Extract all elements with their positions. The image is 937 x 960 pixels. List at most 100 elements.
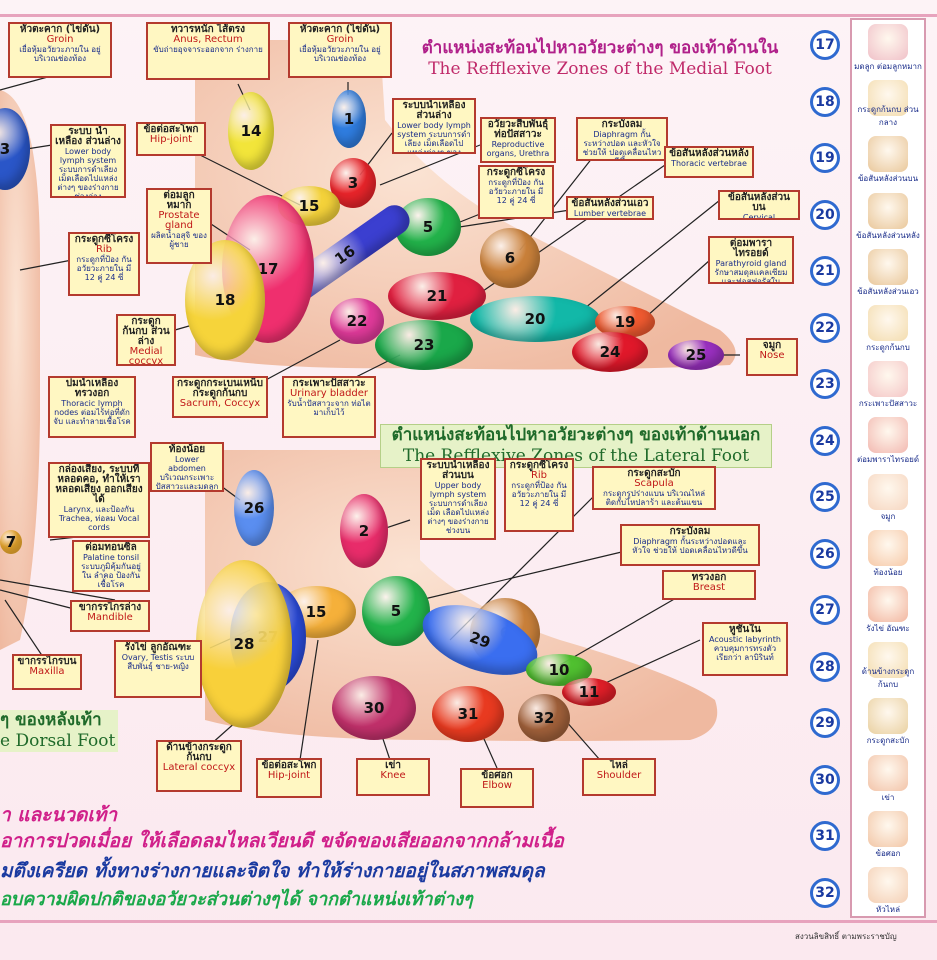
sidebar-caption: กระดูกก้นกบ [866,343,910,352]
label-thai-name: ข้อสันหลังส่วนหลัง [669,148,749,159]
label-description: Cervical vertebrae [742,213,776,220]
sidebar-caption: กระเพาะปัสสาวะ [858,399,918,409]
dorsal-foot-shape [0,90,40,650]
sidebar-caption: ข้อสันหลังส่วนบน [857,174,919,184]
instruction-line-3: มตึงเครียด ทั้งทางร่างกายและจิตใจ ทำให้ร… [0,860,545,882]
sidebar-organ-28: ด้านข้างกระดูกก้นกบ [852,638,924,692]
label-thai-name: ข้อต่อสะโพก [143,124,199,135]
knee-icon [868,754,908,791]
label-thai-name: เข่า [385,760,401,771]
label-description: Lower body lymph system ระบบการดำเลียง เ… [57,147,119,198]
label-description: Reproductive organs, Urethra [486,140,550,158]
label-thai-name: ข้อต่อสะโพก [261,760,317,771]
label-description: ผลิตน้ำอสุจิ ของผู้ชาย [151,231,207,249]
sidebar-organ-18: กระดูกก้นกบ ส่วนกลาง [852,76,924,130]
label-english-name: Rib [530,470,548,481]
reflex-zone-14: 14 [228,92,274,170]
sidebar-caption: กระดูกสะบัก [866,736,910,746]
reflex-zone-2: 2 [340,494,388,568]
label-thai-name: ท้องน้อย [168,444,206,455]
sidebar-caption: หัวไหล่ [876,905,900,914]
label-thai-name: ขากรรไกรล่าง [78,602,142,613]
label-thai-name: ข้อสันหลังส่วนเอว [571,198,649,209]
label-thai-name: ไหล่ [610,760,628,771]
pelvis-icon [868,642,908,679]
label-thai-name: ข้อศอก [481,770,513,781]
sidebar-caption: รังไข่ อัณฑะ [866,624,910,633]
label-english-name: Scapula [634,478,674,489]
label-english-name: Lateral coccyx [162,762,236,773]
label-english-name: Groin [326,34,354,45]
instruction-line-2: อาการปวดเมื่อย ให้เลือดลมไหลเวียนดี ขจัด… [0,830,564,852]
medial-title-thai: ตำแหน่งสะท้อนไปหาอวัยวะต่างๆ ของเท้าด้าน… [421,38,779,58]
label-thai-name: หัวตะคาก (ไข่ดัน) [299,24,381,35]
dorsal-title-thai: ๆ ของหลังเท้า [0,710,102,730]
label-english-name: Anus, Rectum [173,34,243,45]
zone-number-21: 21 [810,256,840,286]
label-description: Diaphragm กั้นระหว่างปอดและหัวใจ ช่วยให้… [632,537,748,555]
label-description: Larynx, และป้องกัน Trachea, ท่อลม Vocal … [58,505,140,532]
label-rib-top: กระดูกซี่โครงกระดูกที่ป้อง กันอวัยวะภายใ… [478,165,554,219]
label-description: รับน้ำปัสสาวะจาก ท่อไตมาเก็บไว้ [287,399,371,417]
zone-number-27: 27 [810,595,840,625]
label-thai-name: กระดูกกระเบนเหน็บ กระดูกก้นกบ [177,378,263,399]
label-thai-name: ด้านข้างกระดูก ก้นกบ [166,742,232,763]
label-description: Parathyroid gland รักษาสมดุลแคลเซียม และ… [714,259,788,284]
sidebar-organ-26: ท้องน้อย [852,526,924,580]
zone-number-29: 29 [810,708,840,738]
dorsal-title-english: e Dorsal Foot [0,731,116,751]
label-description: กระดูกรูปร่างแบน บริเวณไหล่ ติดกับไหปลาร… [602,489,705,507]
label-english-name: Shoulder [596,770,642,781]
label-description: เยื่อหุ้มอวัยวะภายใน อยู่บริเวณช่องท้อง [19,45,101,63]
shoulder-icon [868,867,908,903]
ovary-icon [868,586,908,622]
sidebar-caption: ต่อมพาราไทรอยด์ [856,455,920,465]
label-thai-name: กระดูกซี่โครง [486,167,546,178]
reflex-zone-26: 26 [234,470,274,546]
label-description: เยื่อหุ้มอวัยวะภายใน อยู่บริเวณช่องท้อง [299,45,381,63]
label-description: Upper body lymph system ระบบการดำเลียงเม… [427,481,489,535]
label-thai-name: ทรวงอก [691,572,727,583]
sidebar-caption: ท้องน้อย [873,567,903,577]
lateral-title-thai: ตำแหน่งสะท้อนไปหาอวัยวะต่างๆ ของเท้าด้าน… [391,425,761,445]
sidebar-organ-25: จมูก [852,470,924,524]
label-shoulder: ไหล่Shoulder [582,758,656,796]
coccyx-icon [868,305,908,341]
uterus-icon [868,24,908,60]
label-english-name: Rib [95,244,113,255]
label-thai-name: ขากรรไกรบน [17,656,77,667]
label-thai-name: ทวารหนัก ไส้ตรง [170,24,246,35]
zone-number-18: 18 [810,86,840,117]
medial-title-english: The Refflexive Zones of the Medial Foot [428,59,772,79]
sidebar-caption: กระดูกก้นกบ ส่วนกลาง [857,105,919,128]
label-description: Ovary, Testis ระบบสืบพันธุ์ ชาย-หญิง [121,653,195,671]
label-thai-name: กระเพาะปัสสาวะ [292,378,366,389]
label-description: Lumber vertebrae [573,209,647,218]
zone-number-20: 20 [810,199,840,230]
reflex-zone-23: 23 [375,320,473,370]
sidebar-organ-17: มดลูก ต่อมลูกหมาก [852,20,924,74]
label-description: Lower body lymph system ระบบการดำเลียง เ… [397,121,471,154]
label-description: Acoustic labyrinth ควบคุมการทรงตัว เรียก… [709,635,781,662]
label-thai-name: กระดูกซี่โครง [509,460,569,471]
label-description: Diaphragm กั้นระหว่างปอด และหัวใจ ช่วยให… [582,130,662,159]
sidebar-organ-24: ต่อมพาราไทรอยด์ [852,413,924,467]
instruction-line-1: า และนวดเท้า [0,804,118,826]
sidebar-organ-31: ข้อศอก [852,807,924,861]
label-english-name: Hip-joint [267,770,311,781]
reflex-zone-31: 31 [432,686,504,742]
sidebar-organ-19: ข้อสันหลังส่วนบน [852,132,924,186]
label-thai-name: กระดูกก้นกบ ส่วนล่าง [122,316,170,347]
label-description: Palatine tonsil ระบบภูมิคุ้มกันอยู่ใน ลำ… [81,553,141,589]
label-description: Thoracic lymph nodes ต่อมไร้ท่อที่ดักจับ… [53,399,131,426]
